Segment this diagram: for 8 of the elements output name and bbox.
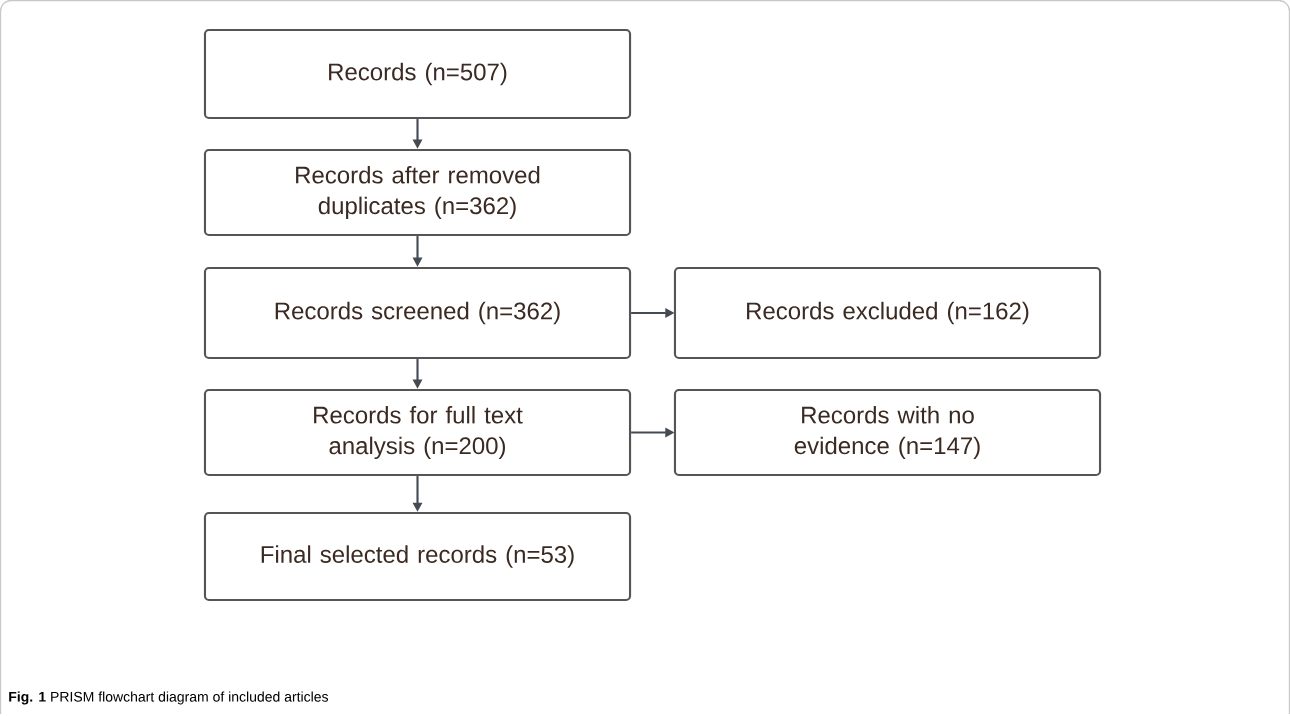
process-box: Records (n=507) <box>203 28 632 120</box>
process-box: Records with no evidence (n=147) <box>673 388 1102 477</box>
process-box: Records after removed duplicates (n=362) <box>203 148 632 237</box>
figure-caption: Fig. 1 PRISM flowchart diagram of included articles <box>9 691 328 705</box>
process-box: Records screened (n=362) <box>203 266 632 360</box>
process-box: Records for full text analysis (n=200) <box>203 388 632 477</box>
process-box: Records excluded (n=162) <box>673 266 1102 360</box>
process-box: Final selected records (n=53) <box>203 511 632 602</box>
